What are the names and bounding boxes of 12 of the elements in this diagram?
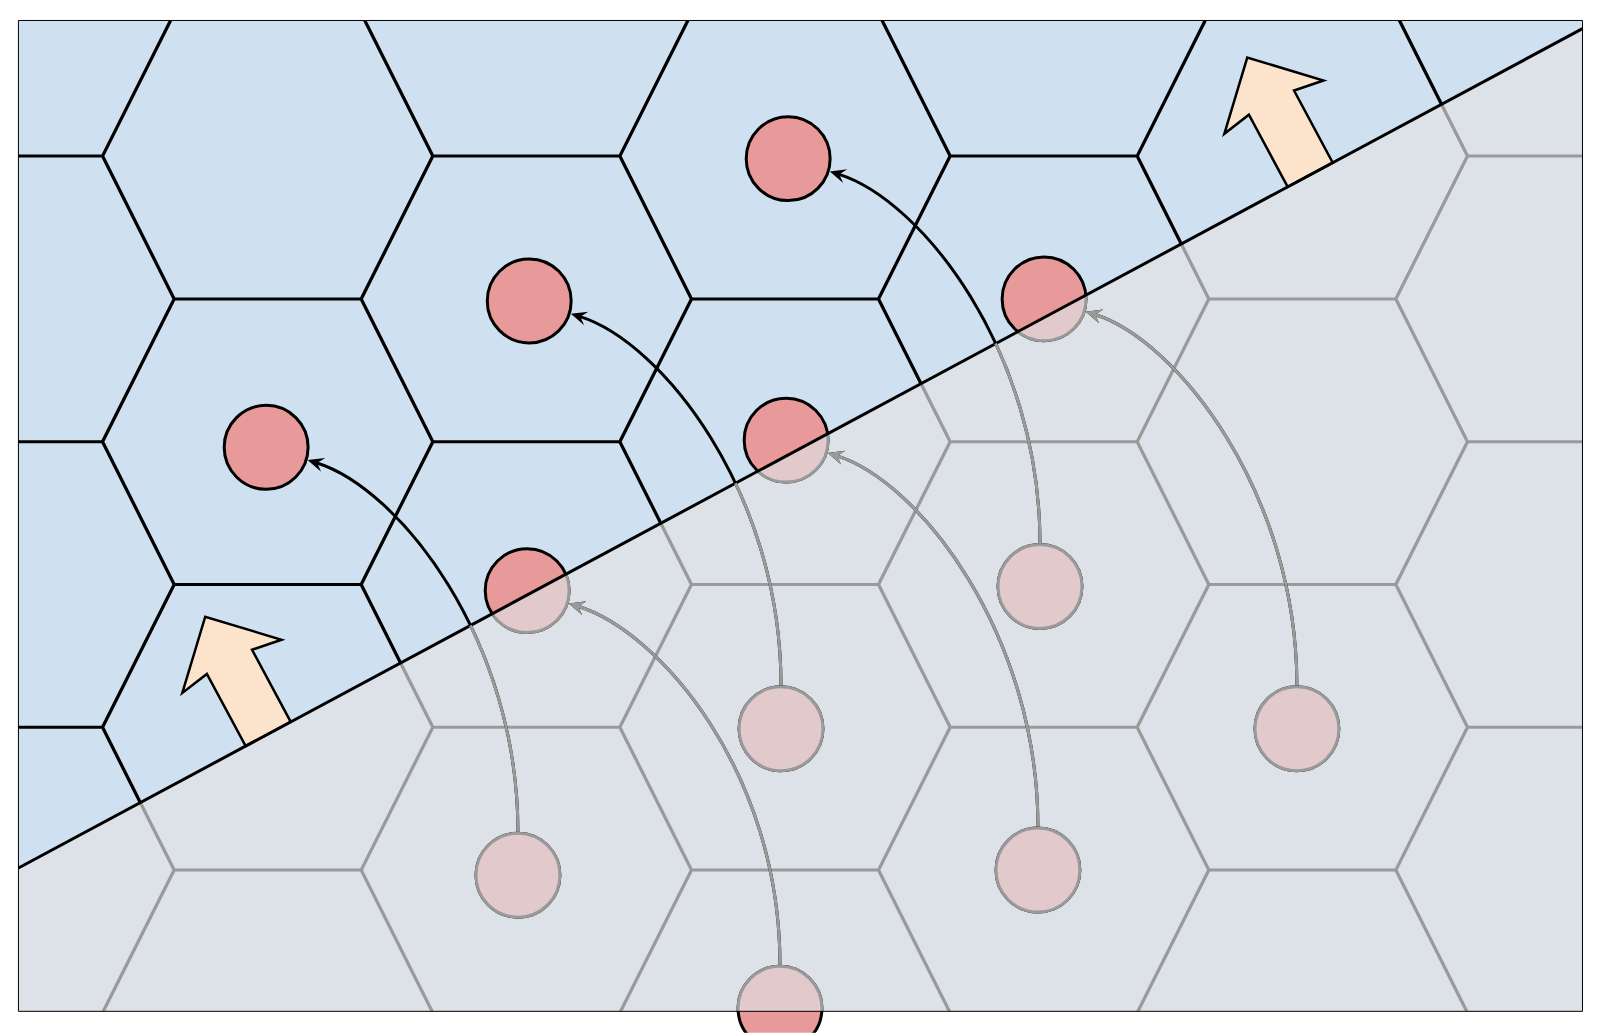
dot [1253,685,1341,773]
dot [742,396,830,484]
dot [996,543,1084,631]
dot [737,685,825,773]
dot [736,964,824,1033]
dot [994,826,1082,914]
dot [474,831,562,919]
dot [222,403,310,491]
dot [1000,255,1088,343]
dot [485,257,573,345]
dot [744,115,832,203]
dot [483,547,571,635]
